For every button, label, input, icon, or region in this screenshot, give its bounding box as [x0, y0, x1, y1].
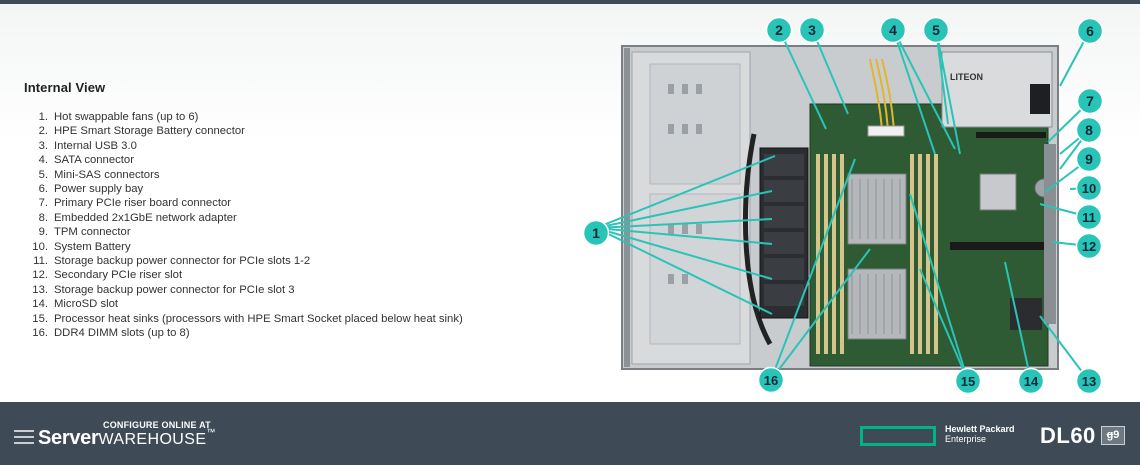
- legend-item-5: 5.Mini-SAS connectors: [38, 168, 160, 181]
- legend-item-4: 4.SATA connector: [38, 154, 134, 167]
- svg-text:3: 3: [808, 22, 816, 38]
- top-rule: [0, 0, 1140, 4]
- svg-text:2: 2: [775, 22, 783, 38]
- callout-badge-14[interactable]: 14: [1017, 367, 1045, 395]
- callout-badge-5[interactable]: 5: [922, 16, 950, 44]
- server-model: DL60: [1040, 423, 1096, 448]
- footer-bar: CONFIGURE ONLINE AT ServerWAREHOUSE™ Hew…: [0, 402, 1140, 465]
- fan-bank: [759, 147, 809, 319]
- configure-online-tagline: CONFIGURE ONLINE AT: [103, 420, 211, 430]
- svg-text:9: 9: [1085, 151, 1093, 167]
- callout-badge-15[interactable]: 15: [954, 367, 982, 395]
- psu-brand-label: LITEON: [950, 72, 983, 82]
- svg-text:14: 14: [1024, 374, 1039, 389]
- legend-item-2: 2.HPE Smart Storage Battery connector: [38, 125, 245, 138]
- svg-text:6: 6: [1086, 23, 1094, 39]
- svg-text:12: 12: [1082, 239, 1096, 254]
- svg-text:11: 11: [1082, 210, 1096, 225]
- svg-text:8: 8: [1085, 122, 1093, 138]
- callout-badge-7[interactable]: 7: [1076, 87, 1104, 115]
- corner-mark: [1124, 316, 1138, 332]
- svg-text:1: 1: [592, 225, 600, 241]
- legend-item-16: 16.DDR4 DIMM slots (up to 8): [32, 327, 190, 340]
- drive-cage: [631, 51, 751, 365]
- callout-badge-1[interactable]: 1: [582, 219, 610, 247]
- serverwarehouse-logo[interactable]: ServerWAREHOUSE™: [38, 427, 215, 450]
- callout-badge-13[interactable]: 13: [1075, 367, 1103, 395]
- brand-strong: Server: [38, 427, 99, 449]
- callout-badge-11[interactable]: 11: [1075, 203, 1103, 231]
- internal-view-legend: Internal View 1.Hot swappable fans (up t…: [24, 80, 584, 341]
- svg-text:13: 13: [1082, 374, 1096, 389]
- svg-text:7: 7: [1086, 93, 1094, 109]
- legend-item-14: 14.MicroSD slot: [32, 298, 119, 311]
- svg-text:5: 5: [932, 22, 940, 38]
- callout-badge-4[interactable]: 4: [879, 16, 907, 44]
- legend-title: Internal View: [24, 80, 106, 95]
- legend-item-15: 15.Processor heat sinks (processors with…: [32, 312, 463, 325]
- slide-content: Internal View 1.Hot swappable fans (up t…: [0, 4, 1140, 402]
- callout-badge-10[interactable]: 10: [1075, 174, 1103, 202]
- hpe-wordmark: Hewlett Packard Enterprise: [945, 424, 1015, 444]
- legend-item-11: 11.Storage backup power connector for PC…: [33, 255, 311, 268]
- legend-item-1: 1.Hot swappable fans (up to 6): [38, 111, 199, 123]
- hpe-logo-icon: [860, 426, 936, 446]
- legend-item-12: 12.Secondary PCIe riser slot: [32, 269, 183, 282]
- generation-badge: g9: [1101, 426, 1125, 445]
- legend-item-10: 10.System Battery: [32, 240, 131, 253]
- hpe-line-2: Enterprise: [945, 434, 987, 444]
- callout-badge-9[interactable]: 9: [1075, 145, 1103, 173]
- callout-badge-12[interactable]: 12: [1075, 232, 1103, 260]
- server-internal-photo: LITEON: [621, 45, 1059, 370]
- legend-item-13: 13.Storage backup power connector for PC…: [32, 283, 295, 296]
- brand-trademark: ™: [206, 427, 216, 437]
- brand-light: WAREHOUSE: [98, 431, 207, 448]
- svg-text:10: 10: [1082, 181, 1096, 196]
- legend-item-8: 8.Embedded 2x1GbE network adapter: [38, 211, 237, 224]
- legend-item-9: 9.TPM connector: [38, 226, 131, 239]
- legend-item-6: 6.Power supply bay: [38, 183, 144, 196]
- callout-badge-8[interactable]: 8: [1075, 116, 1103, 144]
- svg-text:4: 4: [889, 22, 897, 38]
- legend-item-3: 3.Internal USB 3.0: [38, 139, 137, 152]
- hpe-line-1: Hewlett Packard: [945, 424, 1015, 434]
- callout-badge-3[interactable]: 3: [798, 16, 826, 44]
- legend-list: 1.Hot swappable fans (up to 6) 2.HPE Sma…: [24, 110, 584, 341]
- callout-badge-16[interactable]: 16: [757, 366, 785, 394]
- generation-struck: g: [1106, 429, 1114, 441]
- power-supply: LITEON: [941, 51, 1053, 128]
- callout-badge-2[interactable]: 2: [765, 16, 793, 44]
- svg-text:15: 15: [961, 374, 975, 389]
- menu-icon[interactable]: [14, 430, 34, 444]
- callout-badge-6[interactable]: 6: [1076, 17, 1104, 45]
- generation-number: 9: [1113, 429, 1120, 441]
- svg-text:16: 16: [764, 373, 778, 388]
- legend-item-7: 7.Primary PCIe riser board connector: [38, 197, 232, 210]
